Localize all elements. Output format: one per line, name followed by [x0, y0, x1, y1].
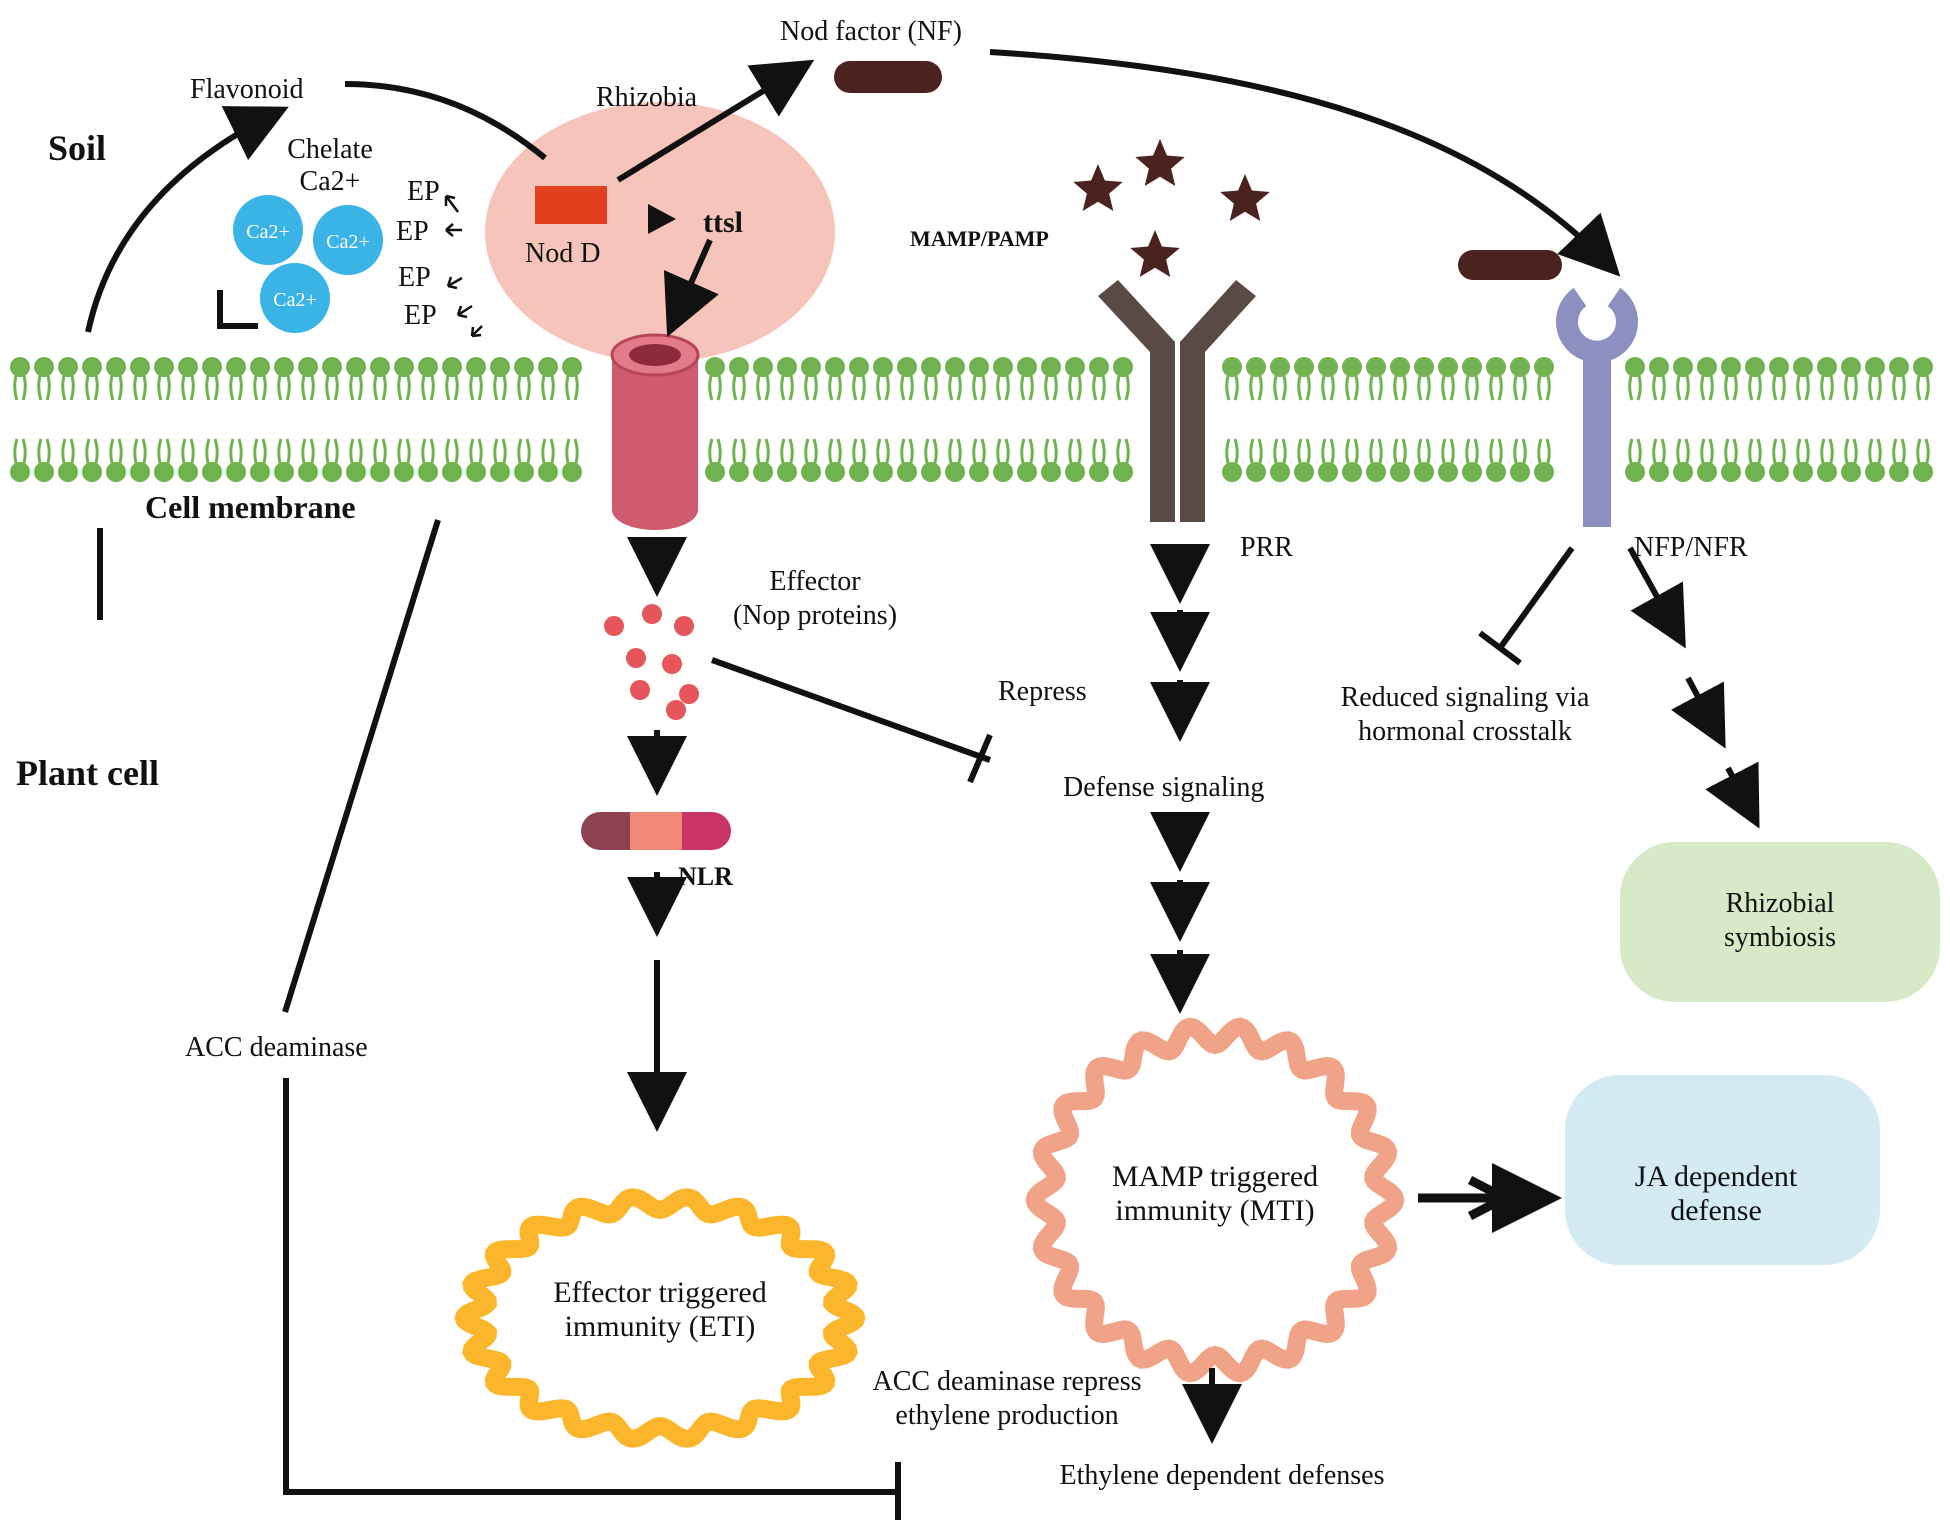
ja-label-line2: defense [1670, 1194, 1762, 1227]
repress-label: Repress [998, 676, 1087, 707]
calcium-ion-icon [233, 195, 303, 265]
eti-label-line2: immunity (ETI) [565, 1310, 756, 1343]
acc-repress-label-line1: ACC deaminase repress [872, 1366, 1141, 1397]
ethylene-label: Ethylene dependent defenses [1060, 1460, 1385, 1491]
nod-d-gene [535, 186, 607, 224]
prr-receptor [1098, 280, 1256, 522]
reduced-signaling-label: Reduced signaling via [1341, 682, 1590, 713]
eti-burst-outline [454, 1188, 866, 1448]
nod-factor-capsule [1458, 250, 1562, 280]
rhizobia-cell [485, 102, 835, 362]
acc-repress-label-line2: ethylene production [895, 1400, 1118, 1431]
nop-proteins-label: (Nop proteins) [733, 600, 897, 631]
cell-membrane-label: Cell membrane [145, 489, 356, 525]
eti-label-line1: Effector triggered [553, 1276, 767, 1309]
mamp-pamp-label: MAMP/PAMP [910, 226, 1049, 251]
nlr-label: NLR [678, 862, 733, 891]
chelate-ca-label: Ca2+ [300, 166, 361, 197]
ep-label: EP [398, 262, 431, 293]
nfp-nfr-label: NFP/NFR [1634, 532, 1748, 563]
mti-label-line2: immunity (MTI) [1115, 1194, 1314, 1227]
rhizobial-symbiosis-box [1620, 842, 1940, 1002]
nod-factor-capsule [834, 61, 942, 93]
ep-label: EP [407, 176, 440, 207]
ttsl-triangle-icon [648, 204, 676, 234]
rhizobia-label: Rhizobia [596, 82, 698, 113]
effector-dots [604, 604, 699, 720]
ja-label-line1: JA dependent [1635, 1160, 1798, 1193]
flavonoid-label: Flavonoid [190, 74, 304, 105]
calcium-ion-label: Ca2+ [246, 221, 290, 243]
ep-label: EP [396, 216, 429, 247]
nod-factor-label: Nod factor (NF) [780, 16, 962, 47]
ep-small-arrows [444, 194, 483, 338]
calcium-ion-icon [260, 263, 330, 333]
hormonal-crosstalk-label: hormonal crosstalk [1358, 716, 1572, 747]
ja-defense-box [1565, 1075, 1880, 1265]
mti-burst-outline [1025, 1017, 1405, 1383]
cell-membrane-bilayer [10, 357, 1933, 482]
nfp-nfr-receptor [1556, 287, 1638, 527]
calcium-ion-icon [313, 205, 383, 275]
chelate-label: Chelate [287, 134, 373, 165]
acc-deaminase-label: ACC deaminase [185, 1032, 368, 1063]
ttss-channel [610, 333, 700, 530]
ttsl-label: ttsl [703, 206, 743, 239]
calcium-ion-label: Ca2+ [326, 231, 370, 253]
symbiosis-label: symbiosis [1724, 922, 1836, 953]
soil-label: Soil [48, 128, 106, 168]
ep-label: EP [404, 300, 437, 331]
plant-cell-label: Plant cell [16, 753, 159, 793]
nlr-capsule [581, 812, 731, 850]
prr-label: PRR [1240, 532, 1293, 563]
calcium-ion-label: Ca2+ [273, 289, 317, 311]
mti-label-line1: MAMP triggered [1112, 1160, 1318, 1193]
mamp-stars [1073, 139, 1270, 277]
defense-signaling-label: Defense signaling [1063, 772, 1264, 803]
effector-label: Effector [769, 566, 861, 597]
nod-d-label: Nod D [525, 238, 600, 269]
rhizobial-label: Rhizobial [1726, 888, 1835, 919]
connectors [85, 49, 1760, 1520]
